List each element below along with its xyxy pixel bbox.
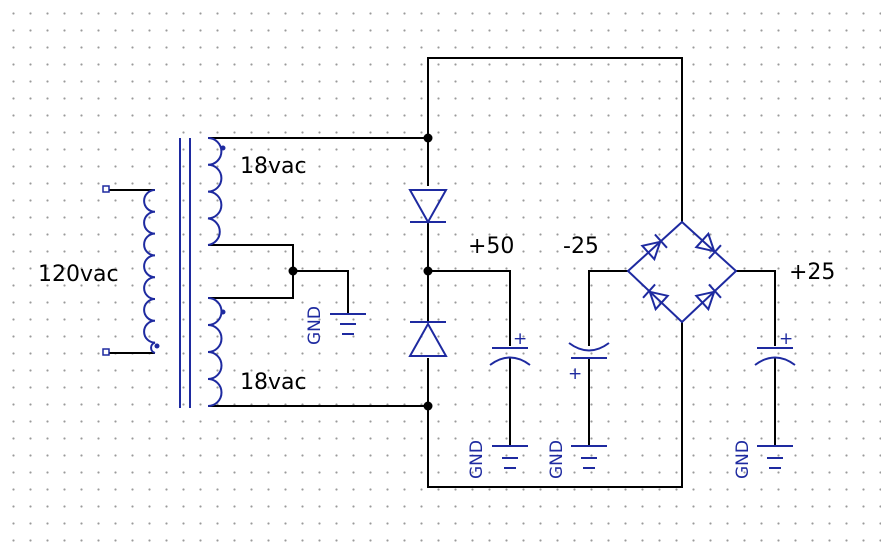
- wire-pos25: [736, 270, 776, 346]
- secondary-winding-bottom: [207, 297, 223, 407]
- junctions: [288, 133, 433, 411]
- ground-pos50: GND: [467, 440, 528, 479]
- transformer: [102, 137, 226, 408]
- gnd-label: GND: [305, 306, 325, 345]
- rail-pos25-label: +25: [789, 260, 835, 285]
- junction-dot: [423, 266, 433, 276]
- capacitor-neg25: +: [568, 342, 610, 384]
- rail-pos50-label: +50: [468, 234, 514, 259]
- secondary-winding-top: [207, 137, 223, 246]
- cap-plus-sign: +: [568, 364, 582, 384]
- capacitor-pos50: +: [489, 329, 531, 366]
- gnd-label: GND: [547, 440, 567, 479]
- wire-center-tap-gnd: [293, 270, 349, 313]
- ground-pos25: GND: [733, 440, 793, 479]
- diode-top-triangle: [408, 189, 448, 225]
- junction-dot: [423, 133, 433, 143]
- cap-plus-sign: +: [779, 329, 793, 349]
- primary-voltage-label: 120vac: [38, 262, 119, 287]
- ground-transformer: GND: [305, 306, 366, 345]
- capacitor-pos25: +: [754, 329, 796, 366]
- secondary-top-voltage-label: 18vac: [240, 154, 307, 179]
- bridge-outline: [626, 220, 738, 324]
- junction-dot: [423, 401, 433, 411]
- wire-bottom-loop: [427, 322, 683, 488]
- wire-center-tap: [208, 244, 294, 299]
- cap-plus-sign: +: [513, 329, 527, 349]
- ground-neg25: GND: [547, 440, 607, 479]
- gnd-label: GND: [467, 440, 487, 479]
- rail-neg25-label: -25: [563, 234, 599, 259]
- wire-neg25: [588, 270, 628, 346]
- primary-terminal-bottom: [102, 348, 110, 356]
- gnd-label: GND: [733, 440, 753, 479]
- primary-winding: [143, 189, 156, 354]
- wire-top-loop: [427, 57, 683, 222]
- wires: [108, 57, 776, 488]
- primary-phase-dot: [154, 343, 160, 349]
- junction-dot: [288, 266, 298, 276]
- diode-bottom: [408, 321, 448, 357]
- sec-bottom-phase-dot: [220, 309, 226, 315]
- primary-terminal-top: [102, 185, 110, 193]
- sec-top-phase-dot: [220, 145, 226, 151]
- diode-top: [408, 189, 448, 225]
- wire-pos50: [428, 270, 511, 346]
- secondary-bottom-voltage-label: 18vac: [240, 370, 307, 395]
- bridge-rectifier: [626, 220, 738, 324]
- diode-bottom-triangle: [408, 321, 448, 357]
